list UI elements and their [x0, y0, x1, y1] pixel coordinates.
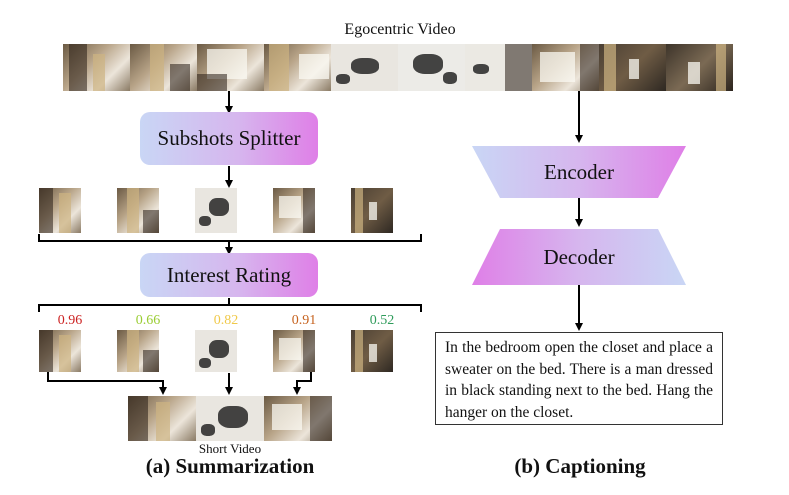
short-video-frame — [196, 396, 264, 441]
score-label: 0.82 — [213, 313, 239, 328]
video-frame — [197, 44, 264, 91]
video-frame — [331, 44, 398, 91]
short-video-frame — [264, 396, 332, 441]
video-frame — [63, 44, 130, 91]
egocentric-video-title: Egocentric Video — [344, 21, 456, 38]
rated-frame — [195, 330, 237, 372]
video-frame — [398, 44, 465, 91]
rated-frame — [117, 330, 159, 372]
short-video-strip — [128, 396, 332, 441]
summarization-panel-label: (a) Summarization — [145, 454, 315, 478]
score-label: 0.96 — [57, 313, 83, 328]
subshot-frame — [351, 188, 393, 233]
video-frame — [264, 44, 331, 91]
rated-frame — [39, 330, 81, 372]
interest-rating-box: Interest Rating — [140, 253, 318, 297]
egocentric-video-strip — [63, 44, 733, 91]
decoder-shape — [472, 229, 686, 285]
subshot-frame — [195, 188, 237, 233]
video-frame — [666, 44, 733, 91]
video-frame — [130, 44, 197, 91]
short-video-label: Short Video — [198, 441, 262, 456]
score-label: 0.91 — [291, 313, 317, 328]
video-frame — [532, 44, 599, 91]
decoder-label: Decoder — [543, 244, 615, 269]
subshot-frame — [117, 188, 159, 233]
rated-frame — [351, 330, 393, 372]
subshot-frame — [273, 188, 315, 233]
score-label: 0.52 — [369, 313, 395, 328]
caption-text-box: In the bedroom open the closet and place… — [435, 332, 723, 425]
subshots-splitter-box: Subshots Splitter — [140, 112, 318, 165]
short-video-frame — [128, 396, 196, 441]
captioning-panel-label: (b) Captioning — [514, 454, 646, 478]
score-label: 0.66 — [135, 313, 161, 328]
video-frame — [465, 44, 532, 91]
rated-frame — [273, 330, 315, 372]
encoder-shape — [472, 146, 686, 198]
video-frame — [599, 44, 666, 91]
subshot-frame — [39, 188, 81, 233]
encoder-label: Encoder — [544, 159, 614, 184]
